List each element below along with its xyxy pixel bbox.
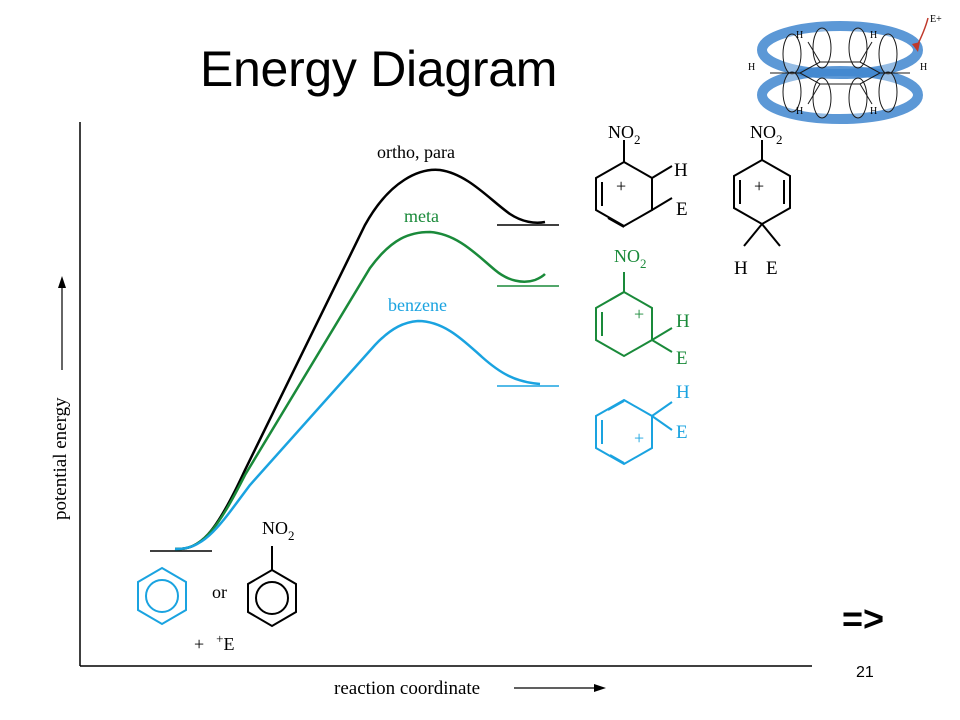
pi-orbital-illustration: H H H H H H E+: [748, 14, 942, 124]
curve-meta: [174, 230, 546, 551]
slide-number: 21: [856, 664, 874, 681]
electrophile-arrowhead: [912, 42, 920, 52]
label-meta: meta: [404, 206, 439, 226]
x-axis-label: reaction coordinate: [334, 678, 480, 699]
ortho-substituent: NO2: [608, 122, 641, 147]
x-axis-arrowhead: [594, 684, 606, 692]
meta-sigma-complex: [595, 272, 673, 358]
plus-electrophile: ++E: [194, 631, 235, 654]
orbital-h-2: H: [870, 30, 877, 41]
orbital-h-5: H: [796, 106, 803, 117]
y-axis-arrowhead: [58, 276, 66, 288]
ortho-sigma-complex: [595, 140, 673, 228]
ortho-h-label: H: [674, 160, 688, 181]
meta-substituent: NO2: [614, 246, 647, 271]
benzenium-h-label: H: [676, 382, 690, 403]
para-charge: +: [754, 176, 764, 196]
para-sigma-complex: [733, 140, 791, 247]
benzenium-charge: +: [634, 428, 644, 448]
orbital-h-6: H: [870, 106, 877, 117]
meta-charge: +: [634, 304, 644, 324]
meta-h-label: H: [676, 311, 690, 332]
orbital-electrophile: E+: [930, 14, 942, 25]
benzenium-e-label: E: [676, 422, 688, 443]
nitrobenzene-reactant: [247, 546, 297, 628]
or-text: or: [212, 582, 227, 602]
nitro-group-reactant: NO2: [262, 518, 295, 543]
orbital-h-3: H: [748, 62, 755, 73]
ortho-charge: +: [616, 176, 626, 196]
curve-benzene: [174, 319, 541, 551]
orbital-h-1: H: [796, 30, 803, 41]
benzene-reactant: [137, 566, 187, 626]
page-title: Energy Diagram: [200, 41, 558, 97]
orbital-h-4: H: [920, 62, 927, 73]
label-ortho-para: ortho, para: [377, 142, 455, 162]
para-substituent: NO2: [750, 122, 783, 147]
label-benzene: benzene: [388, 295, 447, 315]
curve-ortho-para: [174, 168, 546, 551]
benzenium-sigma-complex: [595, 398, 673, 466]
meta-e-label: E: [676, 348, 688, 369]
y-axis-label: potential energy: [50, 397, 71, 520]
ortho-e-label: E: [676, 199, 688, 220]
next-slide-marker: =>: [842, 598, 885, 639]
para-e-label: E: [766, 258, 778, 279]
para-h-label: H: [734, 258, 748, 279]
